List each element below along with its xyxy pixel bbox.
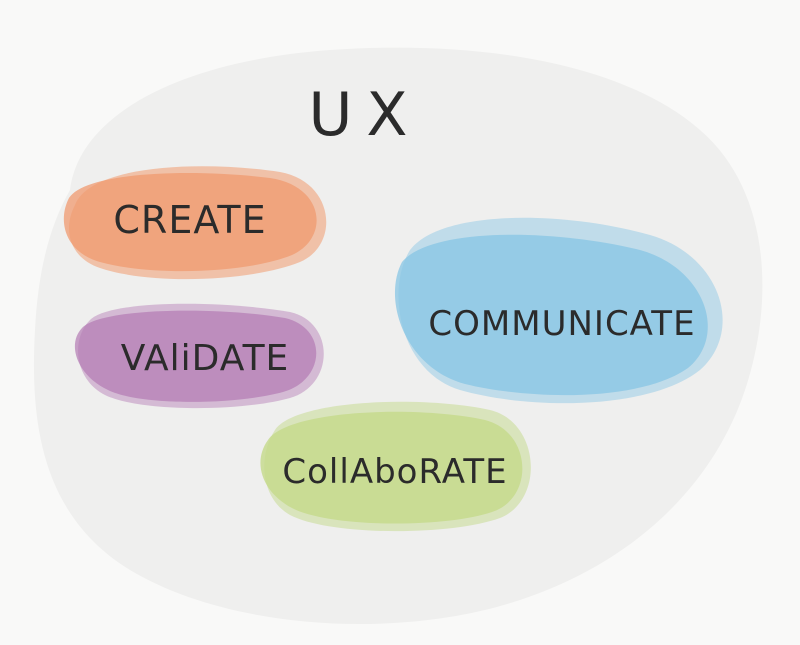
bubble-create: CREATE	[63, 166, 327, 280]
diagram-title: UX	[308, 80, 421, 150]
bubble-communicate-label: COMMUNICATE	[428, 304, 695, 344]
bubble-collaborate-shape-front	[260, 411, 523, 524]
bubble-communicate: COMMUNICATE	[394, 217, 723, 404]
bubble-create-label: CREATE	[113, 198, 266, 242]
bubble-communicate-shape-front	[394, 234, 708, 396]
bubble-collaborate-label: CollAboRATE	[282, 452, 507, 492]
bubble-validate-label: VAliDATE	[121, 338, 290, 379]
bubble-create-shape-front	[63, 173, 317, 272]
bubble-validate-shape-front	[74, 310, 317, 402]
bubble-collaborate: CollAboRATE	[260, 401, 531, 532]
bubble-validate: VAliDATE	[74, 303, 324, 409]
